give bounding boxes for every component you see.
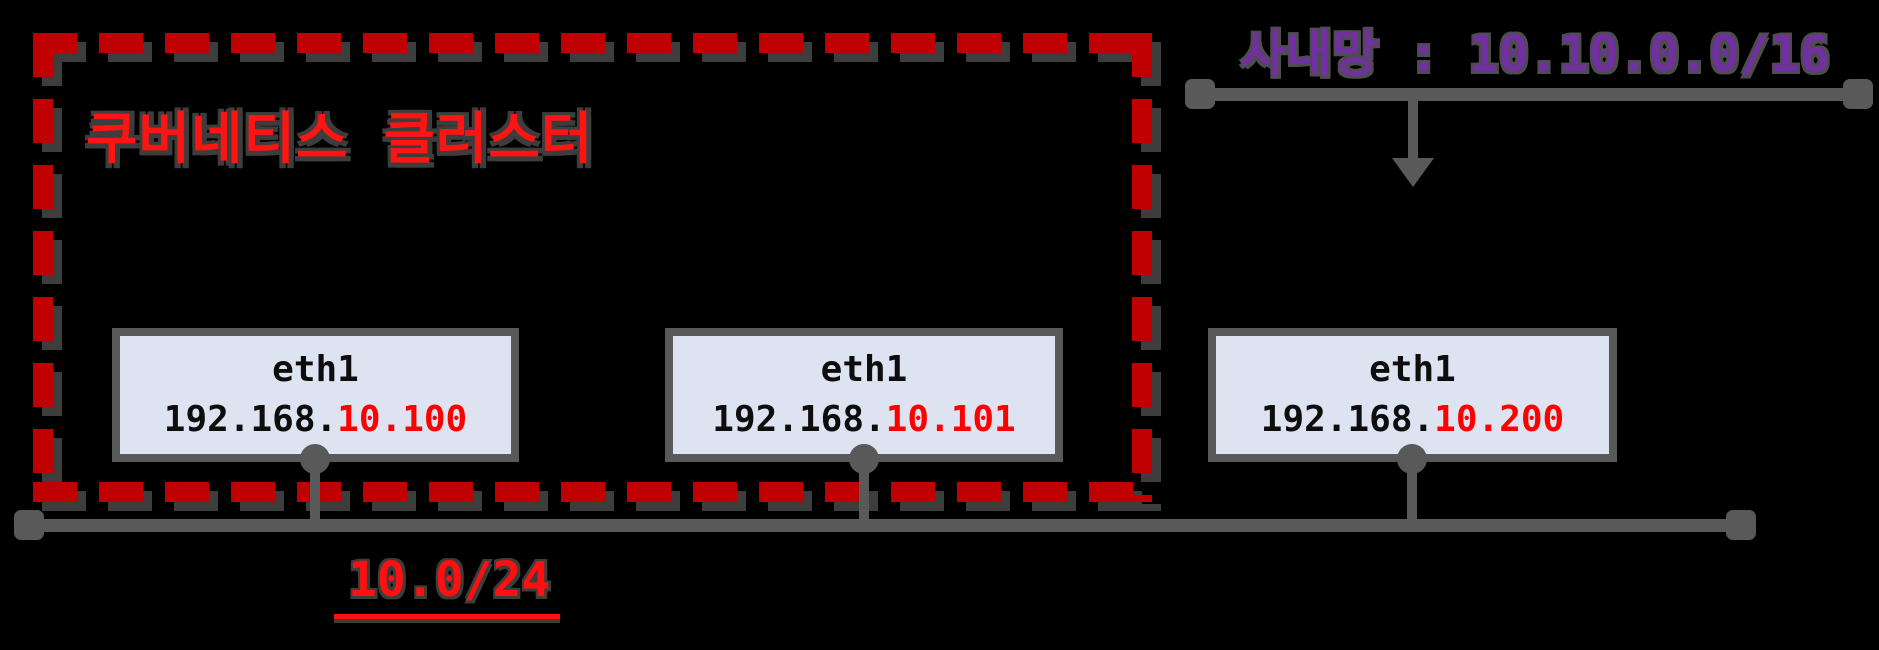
cluster-border-bottom: [33, 482, 1152, 502]
cluster-bus-endcap-right: [1726, 510, 1756, 540]
cluster-bus-line: [28, 519, 1744, 532]
intranet-drop-line: [1408, 99, 1418, 161]
nic-ip-prefix: 192.168.: [163, 399, 338, 440]
nic-ip: 192.168.10.200: [1261, 395, 1564, 445]
intranet-label: 사내망 : 10.10.0.0/16: [1240, 25, 1830, 83]
intranet-bus-endcap-right: [1843, 79, 1873, 109]
cluster-border-left: [33, 33, 53, 502]
nic-ip-suffix: 10.100: [337, 399, 468, 440]
cluster-border-right: [1132, 33, 1152, 502]
node-box-2: eth1 192.168.10.101: [665, 328, 1063, 462]
nic-name: eth1: [1369, 349, 1456, 390]
nic-ip: 192.168.10.101: [712, 395, 1015, 445]
subnet-label: 10.0/24: [334, 552, 561, 619]
nic-name: eth1: [272, 349, 359, 390]
connector-dot-1: [300, 444, 330, 474]
cluster-border-top: [33, 33, 1152, 53]
node-box-3: eth1 192.168.10.200: [1208, 328, 1617, 462]
nic-ip-prefix: 192.168.: [712, 399, 886, 440]
connector-dot-3: [1397, 444, 1427, 474]
nic-ip-prefix: 192.168.: [1260, 399, 1435, 440]
nic-ip-suffix: 10.200: [1434, 399, 1565, 440]
nic-name: eth1: [820, 349, 908, 390]
nic-ip: 192.168.10.100: [164, 395, 467, 445]
connector-stem-1: [310, 458, 320, 522]
connector-stem-3: [1407, 458, 1417, 522]
intranet-bus-endcap-left: [1185, 79, 1215, 109]
nic-ip-suffix: 10.101: [885, 399, 1016, 440]
cluster-title: 쿠버네티스 클러스터: [86, 107, 594, 172]
node-box-1: eth1 192.168.10.100: [112, 328, 519, 462]
intranet-bus-line: [1199, 88, 1858, 101]
cluster-bus-endcap-left: [14, 510, 44, 540]
connector-stem-2: [859, 458, 869, 522]
connector-dot-2: [849, 444, 879, 474]
down-arrow-icon: [1392, 158, 1434, 187]
